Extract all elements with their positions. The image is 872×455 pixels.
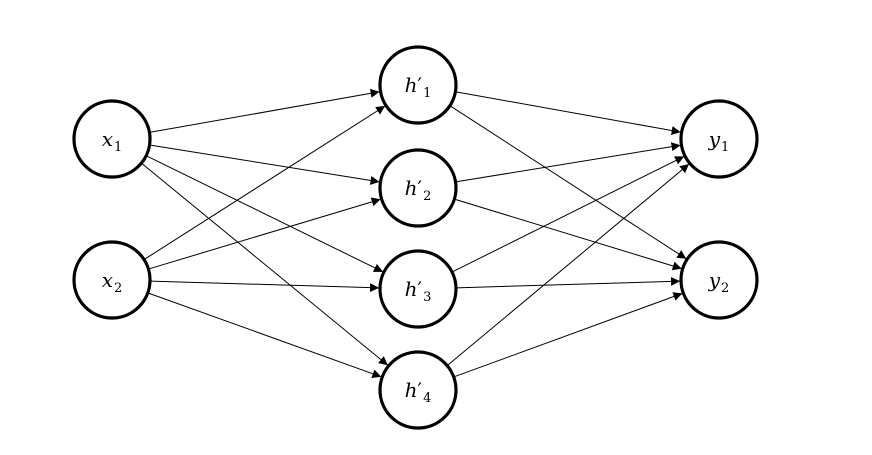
node-circle-h1 <box>378 45 458 125</box>
node-label-base: y <box>708 127 721 151</box>
node-label-base: h <box>405 73 418 97</box>
edge-x2-h2 <box>148 197 381 270</box>
node-circle-h4 <box>378 350 458 430</box>
node-label-subscript: 4 <box>423 391 431 406</box>
node-circle-h2 <box>378 148 458 228</box>
node-label-h2: h′2 <box>405 176 432 204</box>
edge-x2-h4 <box>147 292 382 378</box>
edge-x2-h1 <box>143 105 386 261</box>
node-label-subscript: 1 <box>114 140 122 155</box>
edge-h4-y1 <box>446 163 690 367</box>
node-label-base: x <box>102 127 113 151</box>
node-circle-y1 <box>679 99 759 179</box>
node-label-y1: y1 <box>708 127 730 155</box>
node-label-h1: h′1 <box>405 73 432 101</box>
node-y2: y2 <box>679 240 759 320</box>
node-label-subscript: 1 <box>423 86 431 101</box>
edge-h2-y2 <box>454 198 682 271</box>
node-label-base: y <box>708 268 721 292</box>
node-label-subscript: 2 <box>721 281 729 296</box>
node-circle-y2 <box>679 240 759 320</box>
edge-h3-y2 <box>455 276 681 289</box>
node-label-prime: ′ <box>418 176 423 200</box>
node-h2: h′2 <box>378 148 458 228</box>
node-label-y2: y2 <box>708 268 730 296</box>
node-label-prime: ′ <box>418 277 423 301</box>
node-label-h3: h′3 <box>405 277 432 305</box>
node-y1: y1 <box>679 99 759 179</box>
node-circle-x1 <box>72 99 152 179</box>
node-label-subscript: 2 <box>114 281 122 296</box>
edge-h2-y1 <box>455 142 681 183</box>
edge-x1-h4 <box>141 162 389 366</box>
edge-x2-h3 <box>149 280 380 293</box>
node-label-base: x <box>102 268 113 292</box>
edge-h4-y2 <box>453 292 683 378</box>
node-label-base: h <box>405 277 418 301</box>
node-x1: x1 <box>72 99 152 179</box>
node-label-subscript: 1 <box>721 140 729 155</box>
edges-layer <box>141 88 690 378</box>
node-label-base: h <box>405 378 418 402</box>
edge-x1-h1 <box>149 88 380 133</box>
node-label-base: h <box>405 176 418 200</box>
node-label-h4: h′4 <box>405 378 432 406</box>
node-x2: x2 <box>72 240 152 320</box>
node-h4: h′4 <box>378 350 458 430</box>
node-h1: h′1 <box>378 45 458 125</box>
edge-x1-h2 <box>149 144 380 185</box>
edge-h3-y1 <box>451 155 685 273</box>
edge-x1-h3 <box>145 155 384 273</box>
node-circle-x2 <box>72 240 152 320</box>
node-label-x2: x2 <box>102 268 123 296</box>
node-label-prime: ′ <box>418 73 423 97</box>
node-label-subscript: 2 <box>423 189 431 204</box>
edge-h1-y1 <box>455 91 681 135</box>
node-circle-h3 <box>378 249 458 329</box>
edge-h1-y2 <box>449 105 687 260</box>
node-label-prime: ′ <box>418 378 423 402</box>
node-h3: h′3 <box>378 249 458 329</box>
node-label-subscript: 3 <box>423 290 431 305</box>
node-label-x1: x1 <box>102 127 123 155</box>
